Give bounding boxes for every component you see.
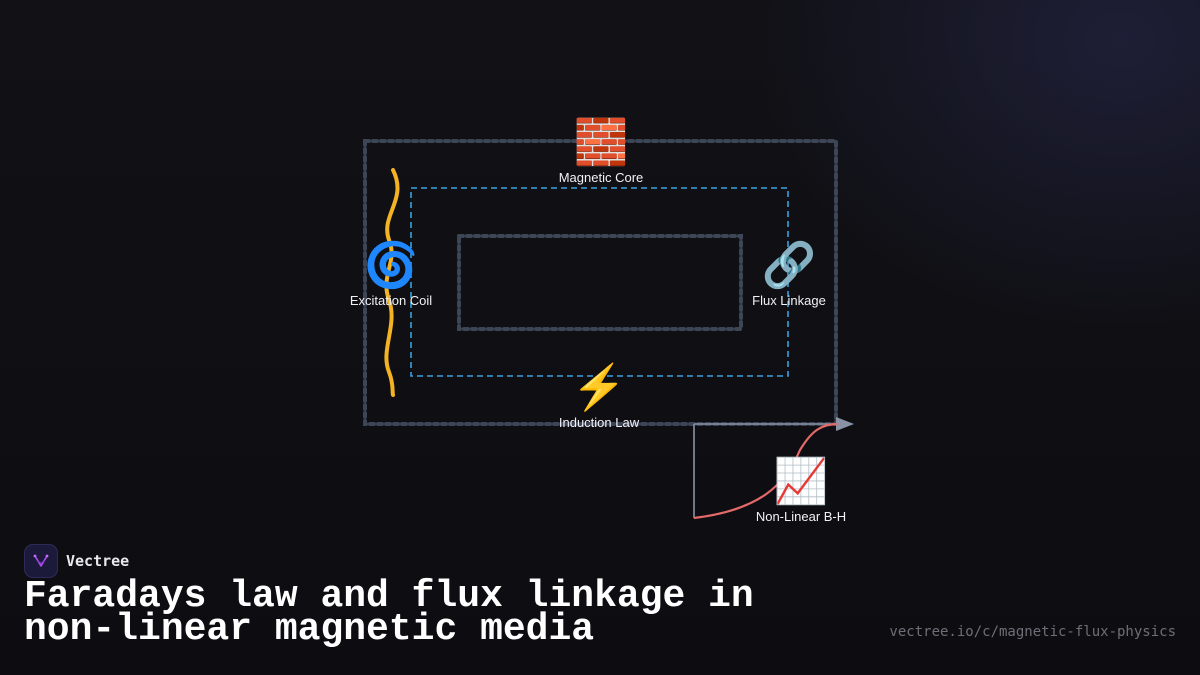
chart-increasing-icon: 📈	[773, 457, 829, 506]
flux-linkage-label: Flux Linkage	[752, 293, 826, 308]
page-title: Faradays law and flux linkage in non-lin…	[24, 575, 754, 651]
page-url[interactable]: vectree.io/c/magnetic-flux-physics	[889, 624, 1176, 640]
node-magnetic-core: 🧱 Magnetic Core	[558, 118, 644, 186]
vectree-logo-icon	[24, 544, 58, 578]
induction-law-label: Induction Law	[558, 415, 640, 430]
node-flux-linkage: 🔗 Flux Linkage	[752, 241, 826, 309]
node-non-linear-bh: 📈 Non-Linear B-H	[755, 457, 847, 525]
node-induction-law: ⚡ Induction Law	[558, 363, 640, 431]
inner-core-window	[457, 234, 743, 331]
middle-flux-path	[410, 187, 789, 377]
link-icon: 🔗	[761, 241, 817, 290]
brand-name: Vectree	[66, 552, 130, 570]
coil-winding-wave	[384, 168, 400, 397]
lightning-icon: ⚡	[571, 363, 627, 412]
magnetic-core-label: Magnetic Core	[558, 170, 644, 185]
cyclone-icon: 🌀	[363, 241, 419, 290]
node-excitation-coil: 🌀 Excitation Coil	[349, 241, 433, 309]
bh-x-axis-arrowhead	[836, 417, 854, 431]
brand[interactable]: Vectree	[24, 544, 129, 578]
non-linear-bh-label: Non-Linear B-H	[755, 509, 847, 524]
outer-core-frame	[363, 139, 838, 426]
bricks-icon: 🧱	[573, 118, 629, 167]
bh-curve	[693, 422, 839, 520]
excitation-coil-label: Excitation Coil	[349, 293, 433, 308]
